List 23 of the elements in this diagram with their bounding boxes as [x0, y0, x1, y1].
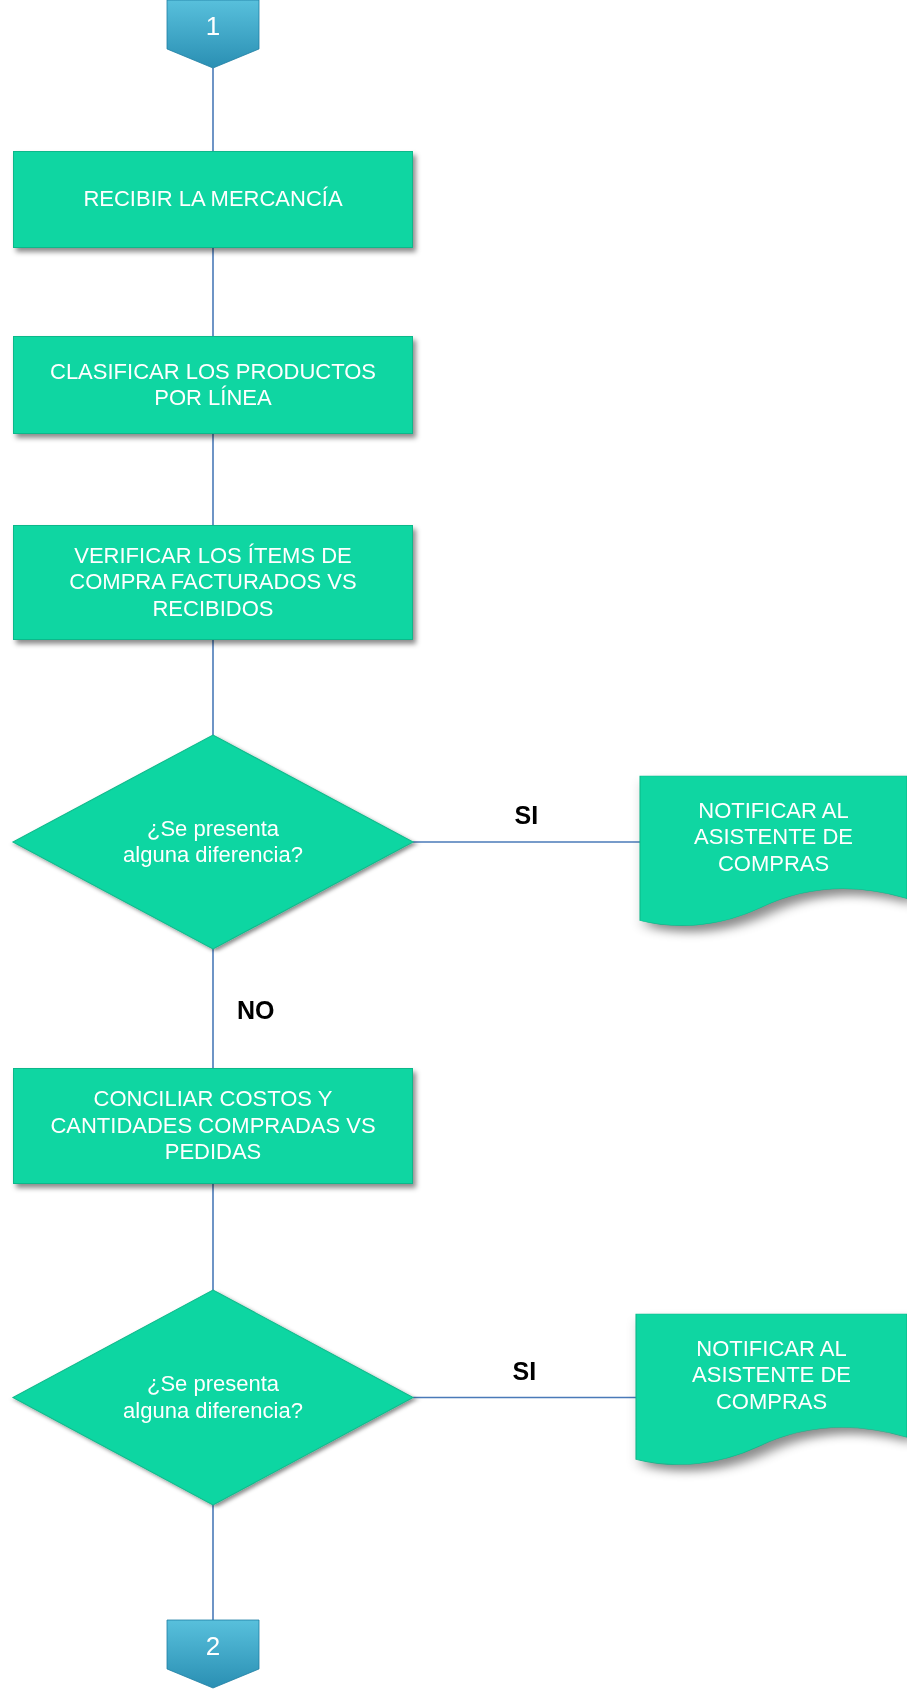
connector-line — [212, 1504, 214, 1621]
node-text: ¿Se presenta alguna diferencia? — [122, 815, 304, 869]
process-box — [13, 151, 413, 248]
node-text: 2 — [205, 1631, 221, 1663]
node-text: NOTIFICAR AL ASISTENTE DE COMPRAS — [691, 1336, 852, 1416]
connector-line — [212, 948, 214, 1069]
connector-line — [212, 1183, 214, 1291]
process-box — [13, 336, 413, 434]
connector-line — [212, 67, 214, 152]
node-text: CONCILIAR COSTOS Y CANTIDADES COMPRADAS VS PEDIDAS — [49, 1086, 377, 1166]
connector-line — [212, 433, 214, 526]
node-text: 1 — [205, 11, 221, 43]
node-text: NOTIFICAR AL ASISTENTE DE COMPRAS — [693, 798, 854, 878]
connector-line — [212, 639, 214, 736]
connector-line — [412, 1396, 637, 1399]
node-text: VERIFICAR LOS ÍTEMS DE COMPRA FACTURADOS VS RECIBIDOS — [68, 542, 358, 623]
node-text: CLASIFICAR LOS PRODUCTOS POR LÍNEA — [49, 358, 377, 412]
process-box — [13, 525, 413, 640]
node-text: RECIBIR LA MERCANCÍA — [83, 186, 343, 213]
node-text: ¿Se presenta alguna diferencia? — [122, 1371, 304, 1424]
process-box — [13, 1068, 413, 1184]
connector-line — [212, 247, 214, 337]
connector-line — [412, 841, 641, 843]
